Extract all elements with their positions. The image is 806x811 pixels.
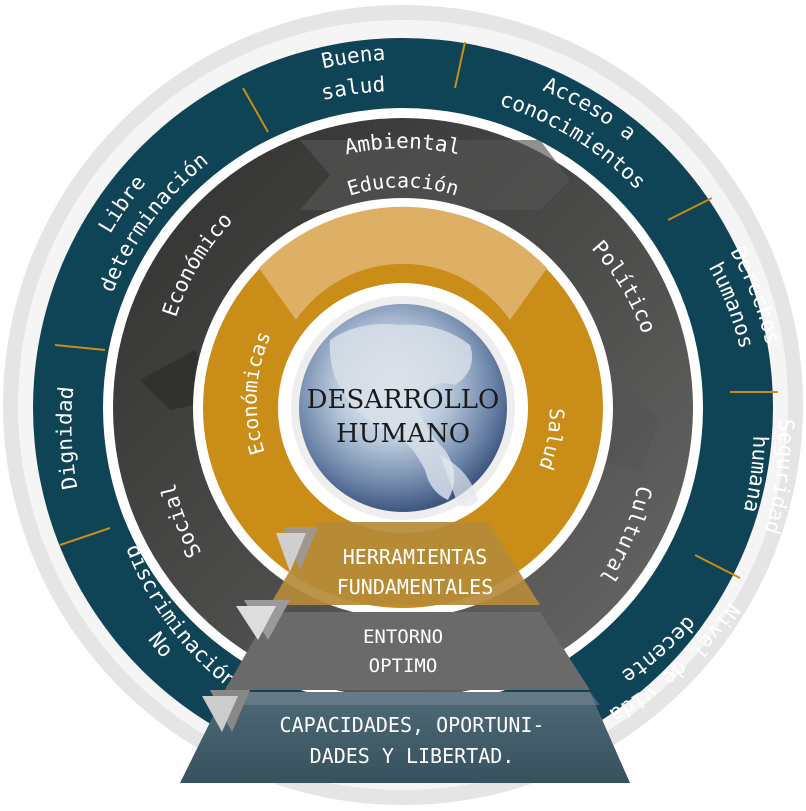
globe xyxy=(291,296,515,520)
banner-herramientas xyxy=(270,522,540,605)
banner-herramientas-line2: FUNDAMENTALES xyxy=(337,575,494,599)
center-title-line1: DESARROLLO xyxy=(307,385,500,415)
chevron-decoration-1 xyxy=(276,527,318,572)
banner-herramientas-line1: HERRAMIENTAS xyxy=(343,545,488,569)
banner-entorno xyxy=(225,612,590,690)
banner-entorno-line2: OPTIMO xyxy=(369,655,438,677)
banner-entorno-line1: ENTORNO xyxy=(363,626,443,648)
center-title-line2: HUMANO xyxy=(336,419,470,449)
banner-capacidades xyxy=(180,692,630,783)
banner-capacidades-line1: CAPACIDADES, OPORTUNI- xyxy=(280,713,545,737)
outer-ring-dividers xyxy=(54,41,778,579)
banner-capacidades-line2: DADES Y LIBERTAD. xyxy=(310,744,515,768)
chevron-decoration-2 xyxy=(236,600,290,640)
chevron-decoration-3 xyxy=(202,690,250,732)
inner-ring-top-segment xyxy=(259,206,547,320)
